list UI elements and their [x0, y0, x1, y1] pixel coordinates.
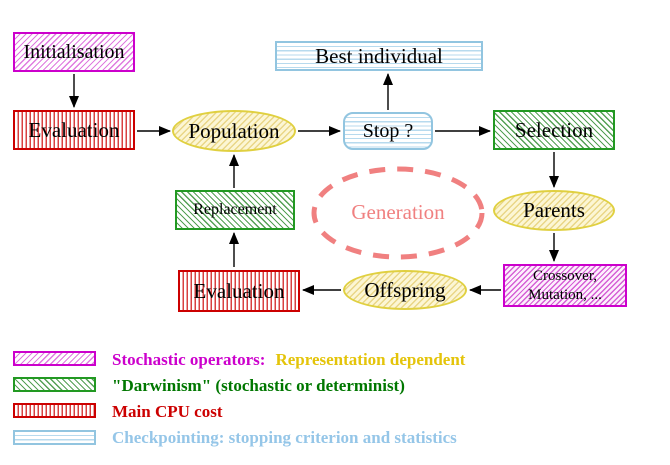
legend-row-checkpointing: Checkpointing: stopping criterion and st… — [112, 428, 457, 447]
offspring-node: Offspring — [343, 270, 467, 310]
initialisation-node: Initialisation — [13, 32, 135, 72]
crossover-mutation-node: Crossover, Mutation, ... — [503, 264, 627, 307]
legend-row-main-cpu-cost: Main CPU cost — [112, 402, 223, 421]
legend-swatch-main-cpu-cost — [13, 403, 96, 418]
legend-swatch-checkpointing — [13, 430, 96, 445]
legend-row-darwinism: "Darwinism" (stochastic or determinist) — [112, 376, 405, 395]
population-node: Population — [172, 110, 296, 152]
legend-swatch-stochastic-operators — [13, 351, 96, 366]
parents-node: Parents — [493, 190, 615, 231]
evaluation-bottom-node: Evaluation — [178, 270, 300, 312]
evaluation-top-node: Evaluation — [13, 110, 135, 150]
legend-label-representation-dependent: Representation dependent — [275, 350, 466, 369]
legend-row-stochastic-operators: Stochastic operators: Representation depe… — [112, 350, 465, 370]
stop-node: Stop ? — [343, 112, 433, 150]
generation-label: Generation — [351, 200, 445, 224]
legend-swatch-darwinism — [13, 377, 96, 392]
selection-node: Selection — [493, 110, 615, 150]
replacement-node: Replacement — [175, 190, 295, 230]
best-individual-node: Best individual — [275, 41, 483, 71]
crossover-mutation-label: Crossover, Mutation, ... — [528, 267, 602, 303]
legend-label-stochastic: Stochastic operators: — [112, 350, 266, 369]
